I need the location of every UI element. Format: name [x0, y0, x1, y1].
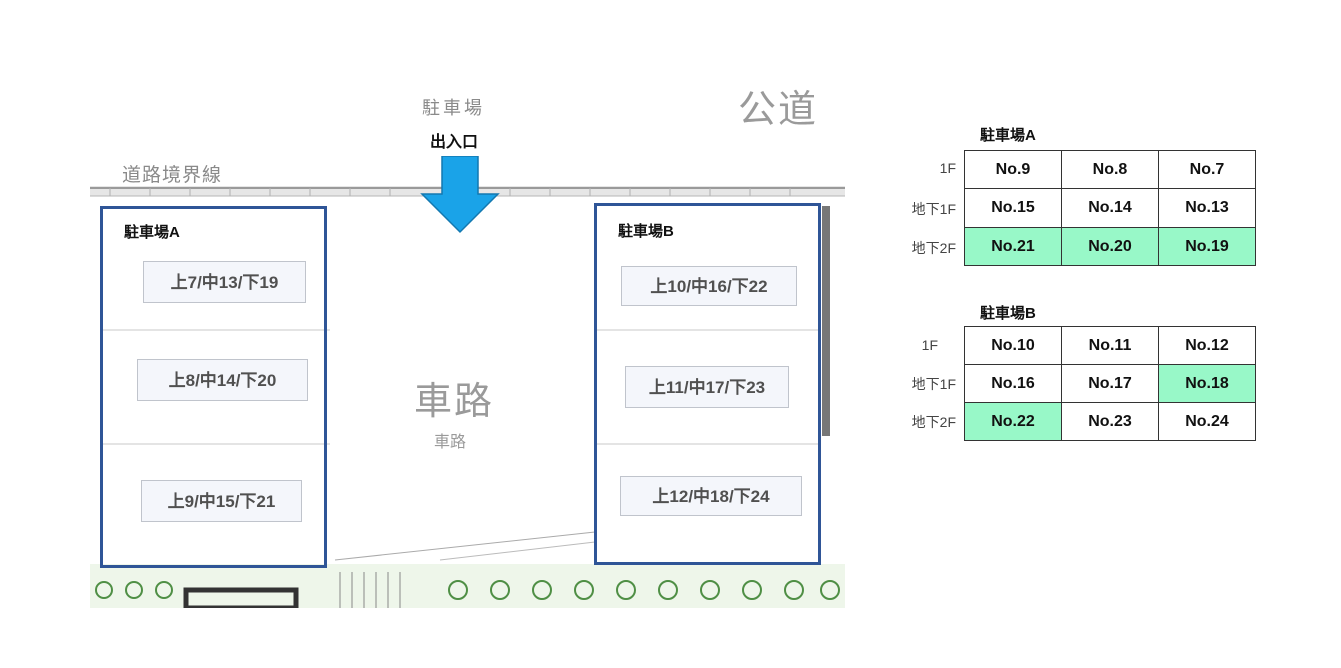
table-a-floor-1: 1F — [939, 160, 956, 176]
table-cell: No.19 — [1158, 227, 1256, 266]
parking-lot-a-frame — [100, 206, 327, 568]
table-cell: No.14 — [1061, 188, 1159, 228]
table-b-title: 駐車場B — [980, 305, 1036, 322]
driveway-label: 車路 — [414, 379, 495, 423]
slot-b-3: 上12/中18/下24 — [620, 476, 802, 516]
road-boundary-label: 道路境界線 — [122, 164, 223, 186]
slot-a-2: 上8/中14/下20 — [137, 359, 308, 401]
parking-a-table: No.9 No.8 No.7 No.15 No.14 No.13 No.21 N… — [964, 150, 1256, 266]
table-cell: No.13 — [1158, 188, 1256, 228]
table-cell: No.22 — [964, 402, 1062, 441]
table-cell: No.12 — [1158, 326, 1256, 365]
table-a-floor-3: 地下2F — [911, 240, 956, 256]
table-row: No.22 No.23 No.24 — [964, 402, 1256, 441]
down-arrow-icon — [420, 156, 500, 234]
table-cell: No.7 — [1158, 150, 1256, 189]
table-a-floor-2: 地下1F — [911, 201, 956, 217]
table-b-floor-1: 1F — [921, 337, 938, 353]
slot-b-2: 上11/中17/下23 — [625, 366, 789, 408]
table-cell: No.21 — [964, 227, 1062, 266]
table-row: No.10 No.11 No.12 — [964, 326, 1256, 365]
parking-lot-label: 駐車場 — [422, 98, 485, 119]
table-cell: No.9 — [964, 150, 1062, 189]
table-b-floor-2: 地下1F — [911, 376, 956, 392]
public-road-label: 公道 — [738, 87, 819, 131]
table-cell: No.24 — [1158, 402, 1256, 441]
table-cell: No.8 — [1061, 150, 1159, 189]
table-row: No.9 No.8 No.7 — [964, 150, 1256, 189]
table-row: No.15 No.14 No.13 — [964, 188, 1256, 228]
table-cell: No.17 — [1061, 364, 1159, 403]
table-cell: No.10 — [964, 326, 1062, 365]
entrance-label: 出入口 — [430, 134, 479, 151]
table-cell: No.20 — [1061, 227, 1159, 266]
table-cell: No.16 — [964, 364, 1062, 403]
driveway-sublabel: 車路 — [434, 432, 467, 451]
table-b-floor-3: 地下2F — [911, 414, 956, 430]
parking-lot-b-title: 駐車場B — [608, 215, 706, 249]
slot-b-1: 上10/中16/下22 — [621, 266, 797, 306]
slot-a-3: 上9/中15/下21 — [141, 480, 302, 522]
table-cell: No.23 — [1061, 402, 1159, 441]
parking-lot-b-frame — [594, 203, 821, 565]
table-a-title: 駐車場A — [980, 127, 1036, 144]
table-cell: No.15 — [964, 188, 1062, 228]
parking-b-table: No.10 No.11 No.12 No.16 No.17 No.18 No.2… — [964, 326, 1256, 441]
table-cell: No.18 — [1158, 364, 1256, 403]
table-row: No.16 No.17 No.18 — [964, 364, 1256, 403]
table-cell: No.11 — [1061, 326, 1159, 365]
slot-a-1: 上7/中13/下19 — [143, 261, 306, 303]
parking-lot-a-title: 駐車場A — [114, 216, 212, 250]
table-row: No.21 No.20 No.19 — [964, 227, 1256, 266]
